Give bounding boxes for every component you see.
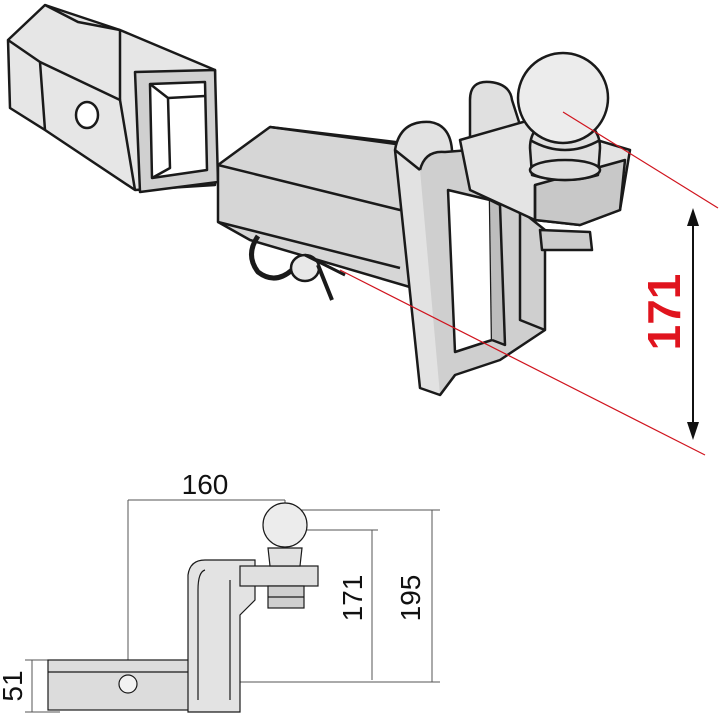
hitch-ball — [516, 51, 610, 182]
receiver-pin-hole — [74, 100, 100, 130]
dimension-label-195: 195 — [395, 575, 426, 622]
dimension-label-51: 51 — [0, 670, 28, 701]
dimension-label-171-red: 171 — [638, 274, 690, 351]
side-drop-bracket — [187, 559, 256, 713]
reference-lines — [339, 111, 719, 456]
side-mount-plate — [239, 565, 319, 587]
dimension-label-171: 171 — [337, 575, 368, 622]
hitch-pin-clip — [249, 234, 346, 301]
height-arrow — [687, 208, 699, 440]
side-view — [25, 499, 440, 713]
dimension-label-160: 160 — [182, 469, 229, 500]
isometric-view — [6, 3, 719, 456]
side-hitch-ball — [262, 502, 308, 548]
side-ball-neck — [267, 547, 303, 567]
receiver-tube — [6, 3, 220, 194]
side-pin-hole — [118, 674, 138, 694]
reference-line-pin — [339, 269, 706, 456]
reference-line-ball — [562, 111, 719, 209]
